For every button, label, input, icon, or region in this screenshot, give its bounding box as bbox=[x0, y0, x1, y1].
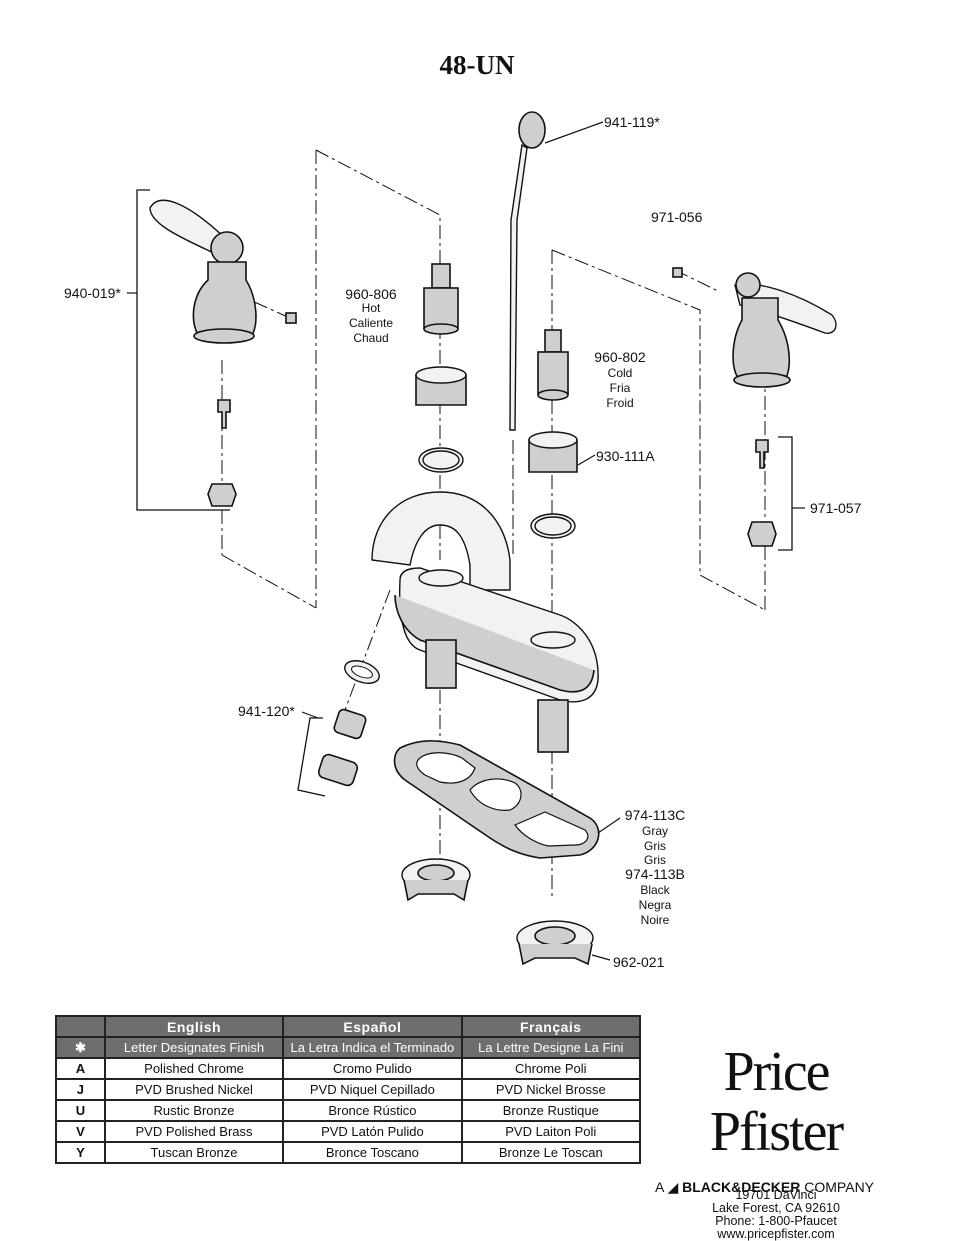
label-chaud: Chaud bbox=[353, 331, 388, 345]
table-header-row: English Español Français bbox=[55, 1015, 642, 1038]
parent-company-line: A ◢ BLACK&DECKER COMPANY bbox=[655, 1179, 874, 1196]
hot-cartridge-960-806 bbox=[415, 263, 467, 473]
finish-table: English Español Français ✱ Letter Design… bbox=[55, 1015, 642, 1164]
table-cell: Bronze Rustique bbox=[460, 1099, 642, 1122]
table-header-espanol: Español bbox=[282, 1015, 463, 1038]
label-971-057: 971-057 bbox=[810, 500, 862, 516]
table-row-legend: ✱ Letter Designates Finish La Letra Indi… bbox=[55, 1036, 642, 1059]
price-pfister-logo: Price Pfister bbox=[709, 1041, 844, 1163]
table-cell: Chrome Poli bbox=[460, 1057, 642, 1080]
label-960-802: 960-802 bbox=[594, 349, 646, 365]
table-cell: La Lettre Designe La Fini bbox=[460, 1036, 642, 1059]
asterisk-icon: ✱ bbox=[55, 1036, 106, 1059]
address-line-2: Lake Forest, CA 92610 bbox=[712, 1201, 840, 1215]
deck-gasket-974-113 bbox=[393, 740, 621, 859]
label-noire: Noire bbox=[641, 913, 670, 927]
cold-cartridge-960-802 bbox=[528, 329, 596, 539]
label-gray: Gray bbox=[642, 824, 668, 838]
table-row: V PVD Polished Brass PVD Latón Pulido PV… bbox=[55, 1120, 642, 1143]
table-cell: Cromo Pulido bbox=[282, 1057, 463, 1080]
label-974-113c: 974-113C bbox=[625, 807, 685, 823]
label-941-119: 941-119* bbox=[604, 114, 660, 130]
table-row: U Rustic Bronze Bronce Rústico Bronze Ru… bbox=[55, 1099, 642, 1122]
address-line-1: 19701 DaVinci bbox=[735, 1188, 817, 1202]
table-cell: PVD Niquel Cepillado bbox=[282, 1078, 463, 1101]
label-971-056: 971-056 bbox=[651, 209, 703, 225]
label-black: Black bbox=[640, 883, 670, 897]
label-froid: Froid bbox=[606, 396, 633, 410]
right-handle bbox=[672, 267, 837, 547]
phone-text: Phone: 1-800-Pfaucet bbox=[715, 1214, 837, 1228]
label-gris-1: Gris bbox=[644, 839, 666, 853]
table-cell-code: A bbox=[55, 1057, 106, 1080]
table-cell: Rustic Bronze bbox=[103, 1099, 285, 1122]
part-labels: 941-119* 971-056 940-019* 960-806 Hot Ca… bbox=[64, 114, 862, 970]
label-cold: Cold bbox=[608, 366, 633, 380]
label-gris-2: Gris bbox=[644, 853, 666, 867]
table-cell: PVD Laiton Poli bbox=[460, 1120, 642, 1143]
table-cell: Polished Chrome bbox=[103, 1057, 285, 1080]
assembly-centerlines bbox=[221, 149, 766, 900]
black-decker-logo-icon: ◢ bbox=[667, 1179, 679, 1195]
mounting-nut-right-962-021 bbox=[516, 920, 611, 966]
company-suffix: COMPANY bbox=[804, 1179, 875, 1195]
company-name: BLACK&DECKER bbox=[682, 1179, 801, 1195]
table-cell: PVD Latón Pulido bbox=[282, 1120, 463, 1143]
table-cell-code: Y bbox=[55, 1141, 106, 1164]
table-cell: PVD Nickel Brosse bbox=[460, 1078, 642, 1101]
brand-block: Price Pfister 19701 DaVinci Lake Forest,… bbox=[656, 1042, 896, 1241]
table-header-francais: Français bbox=[460, 1015, 642, 1038]
label-941-120: 941-120* bbox=[238, 703, 295, 719]
exploded-parts-diagram: 941-119* 971-056 940-019* 960-806 Hot Ca… bbox=[64, 111, 862, 970]
label-960-806: 960-806 bbox=[345, 286, 397, 302]
table-cell: Bronze Le Toscan bbox=[460, 1141, 642, 1164]
table-cell-code: J bbox=[55, 1078, 106, 1101]
table-cell: Bronce Toscano bbox=[282, 1141, 463, 1164]
label-974-113b: 974-113B bbox=[625, 866, 685, 882]
table-cell: PVD Brushed Nickel bbox=[103, 1078, 285, 1101]
aerator-941-120 bbox=[317, 660, 380, 787]
table-cell: Tuscan Bronze bbox=[103, 1141, 285, 1164]
table-row: A Polished Chrome Cromo Pulido Chrome Po… bbox=[55, 1057, 642, 1080]
bracket-940-019 bbox=[127, 189, 230, 511]
faucet-body bbox=[371, 491, 599, 753]
label-962-021: 962-021 bbox=[613, 954, 665, 970]
table-row: J PVD Brushed Nickel PVD Niquel Cepillad… bbox=[55, 1078, 642, 1101]
label-caliente: Caliente bbox=[349, 316, 393, 330]
table-header-english: English bbox=[103, 1015, 285, 1038]
table-cell-code: V bbox=[55, 1120, 106, 1143]
lift-rod-941-119 bbox=[509, 111, 604, 431]
label-negra: Negra bbox=[639, 898, 672, 912]
bracket-941-120 bbox=[297, 711, 326, 797]
mounting-nut-left bbox=[401, 858, 471, 902]
label-fria: Fria bbox=[610, 381, 631, 395]
page-title: 48-UN bbox=[439, 50, 515, 80]
company-prefix: A bbox=[655, 1179, 664, 1195]
label-940-019: 940-019* bbox=[64, 285, 121, 301]
table-row: Y Tuscan Bronze Bronce Toscano Bronze Le… bbox=[55, 1141, 642, 1164]
table-cell: Bronce Rústico bbox=[282, 1099, 463, 1122]
table-header-code bbox=[55, 1015, 106, 1038]
bracket-971-057 bbox=[778, 436, 805, 551]
label-hot: Hot bbox=[362, 301, 381, 315]
left-handle-940-019 bbox=[149, 199, 297, 507]
table-cell: PVD Polished Brass bbox=[103, 1120, 285, 1143]
label-930-111a: 930-111A bbox=[596, 448, 655, 464]
table-cell: Letter Designates Finish bbox=[103, 1036, 285, 1059]
table-cell-code: U bbox=[55, 1099, 106, 1122]
table-cell: La Letra Indica el Terminado bbox=[282, 1036, 463, 1059]
